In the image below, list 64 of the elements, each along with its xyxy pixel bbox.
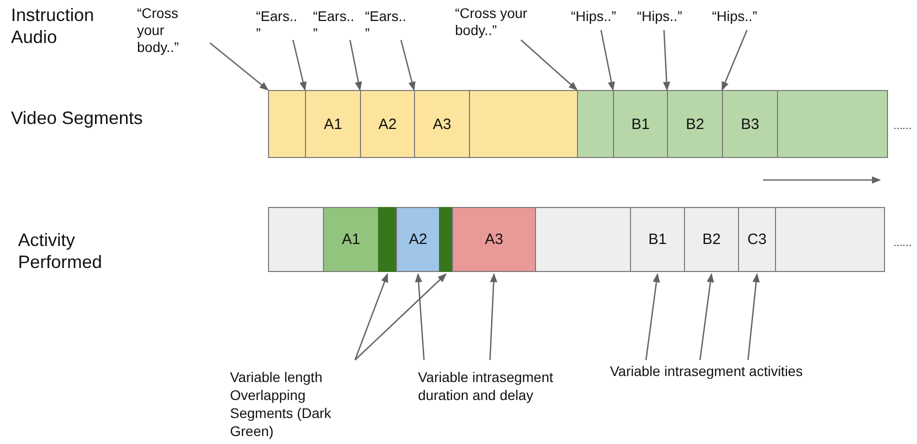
segment-label: B1: [648, 231, 667, 248]
activity-segment: [630, 207, 685, 272]
row-label: Video Segments: [11, 107, 144, 129]
video-segment: [577, 90, 614, 158]
arrow: [600, 30, 615, 91]
instruction-quote: “Hips..”: [571, 8, 631, 25]
video-segment: [268, 90, 306, 158]
segment-label: A2: [408, 231, 428, 248]
arrow: [210, 42, 269, 91]
arrow: [489, 273, 498, 360]
arrow: [747, 273, 760, 360]
arrow: [354, 273, 447, 360]
segment-label: A1: [342, 231, 360, 248]
activity-segment: [452, 207, 536, 272]
arrow: [400, 40, 416, 91]
arrow: [520, 40, 578, 91]
video-segment: [414, 90, 470, 158]
instruction-quote: “Cross your body..”: [137, 5, 209, 56]
activity-segment: [775, 207, 885, 272]
instruction-quote: “Ears.. ”: [256, 8, 296, 42]
arrow: [292, 40, 307, 91]
segment-label: A3: [484, 231, 504, 248]
video-segment: [613, 90, 668, 158]
instruction-quote: “Ears.. ”: [313, 8, 353, 42]
video-segment: [667, 90, 723, 158]
video-segment: [360, 90, 415, 158]
segment-label: C3: [747, 231, 767, 248]
instruction-quote: “Ears.. ”: [365, 8, 405, 42]
annotation-text: Variable intrasegment activities: [610, 362, 850, 380]
arrow: [349, 40, 362, 91]
arrow: [354, 273, 388, 360]
segment-label: B1: [631, 116, 650, 132]
annotation-text: Variable intrasegment duration and delay: [418, 368, 578, 404]
arrow: [721, 30, 748, 91]
activity-segment: [738, 207, 776, 272]
arrow: [414, 273, 425, 360]
instruction-quote: “Cross your body..”: [455, 5, 555, 39]
instruction-quote: “Hips..”: [637, 8, 697, 25]
segment-label: A3: [432, 116, 452, 132]
row-label: Activity Performed: [18, 229, 104, 273]
segment-label: B3: [740, 116, 760, 132]
overlap-bar: [378, 207, 397, 272]
segment-label: B2: [686, 116, 704, 132]
activity-segment: [684, 207, 739, 272]
video-segment: [722, 90, 778, 158]
segment-label: A1: [324, 116, 342, 132]
activity-segment: [535, 207, 631, 272]
continuation-dots: ……: [893, 237, 912, 251]
arrow: [699, 273, 714, 360]
activity-segment: [323, 207, 379, 272]
video-segment: [305, 90, 361, 158]
video-segment: [469, 90, 578, 158]
arrow: [662, 30, 670, 91]
activity-segment: [396, 207, 440, 272]
row-label: Instruction Audio: [11, 4, 96, 48]
segment-label: A2: [378, 116, 397, 132]
segment-label: B2: [702, 231, 721, 248]
overlap-bar: [439, 207, 453, 272]
instruction-quote: “Hips..”: [712, 8, 772, 25]
arrow: [645, 273, 660, 360]
continuation-dots: ……: [893, 120, 912, 134]
activity-segment: [268, 207, 324, 272]
video-segment: [777, 90, 888, 158]
annotation-text: Variable length Overlapping Segments (Dark Green): [230, 368, 360, 440]
